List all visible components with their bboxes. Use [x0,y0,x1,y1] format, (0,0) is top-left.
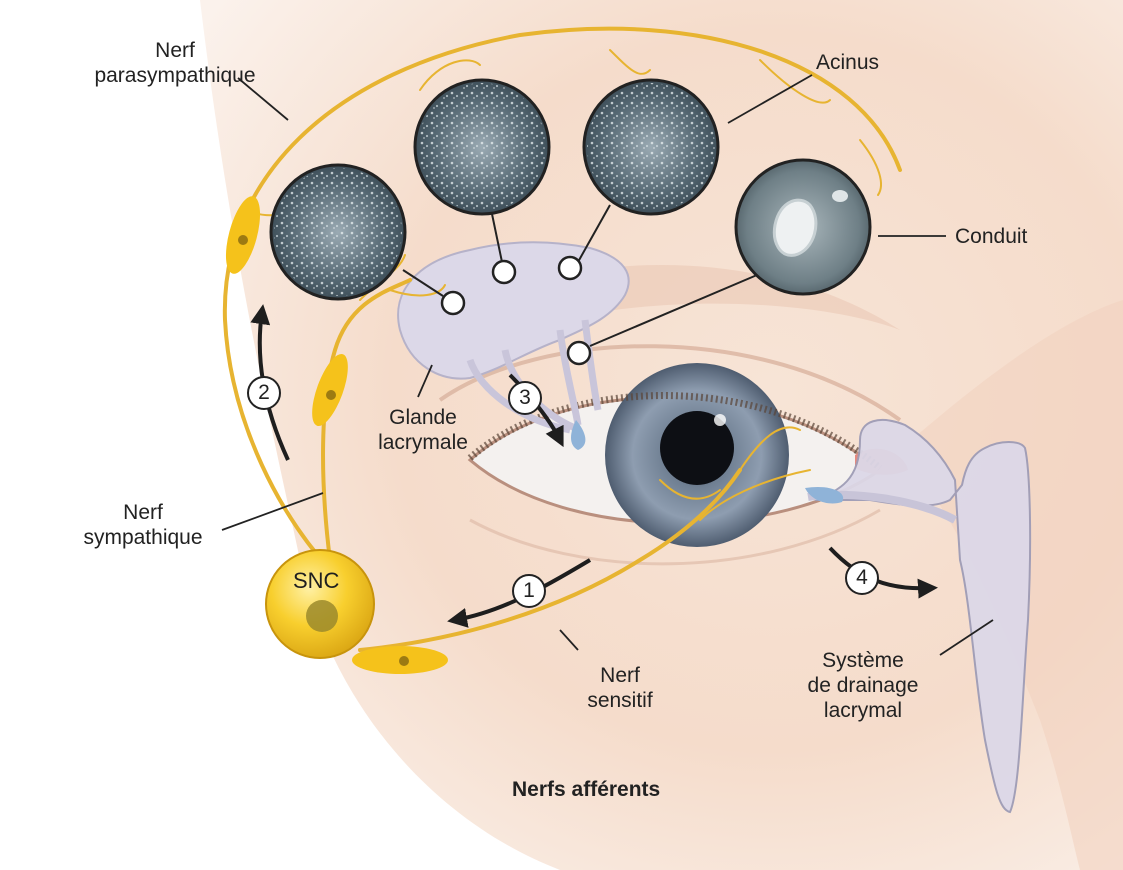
label-lacrimal-gland: Glande lacrymale [363,405,483,455]
micrograph-duct [736,160,870,294]
label-drainage-system: Système de drainage lacrymal [803,648,923,723]
step-3-badge: 3 [508,381,542,415]
label-acinus: Acinus [816,50,879,75]
label-afferent-nerves: Nerfs afférents [512,777,660,802]
micrograph-2 [415,80,549,214]
label-sensory-nerve: Nerf sensitif [570,663,670,713]
label-sympathetic-nerve: Nerf sympathique [68,500,218,550]
step-1-badge: 1 [512,574,546,608]
label-duct: Conduit [955,224,1027,249]
micrograph-3 [584,80,718,214]
step-4-badge: 4 [845,561,879,595]
label-parasympathetic-nerve: Nerf parasympathique [90,38,260,88]
micrograph-1 [271,165,405,299]
cns-nucleus [306,600,338,632]
eye-highlight [714,414,726,426]
step-2-badge: 2 [247,376,281,410]
label-cns: SNC [293,568,339,594]
